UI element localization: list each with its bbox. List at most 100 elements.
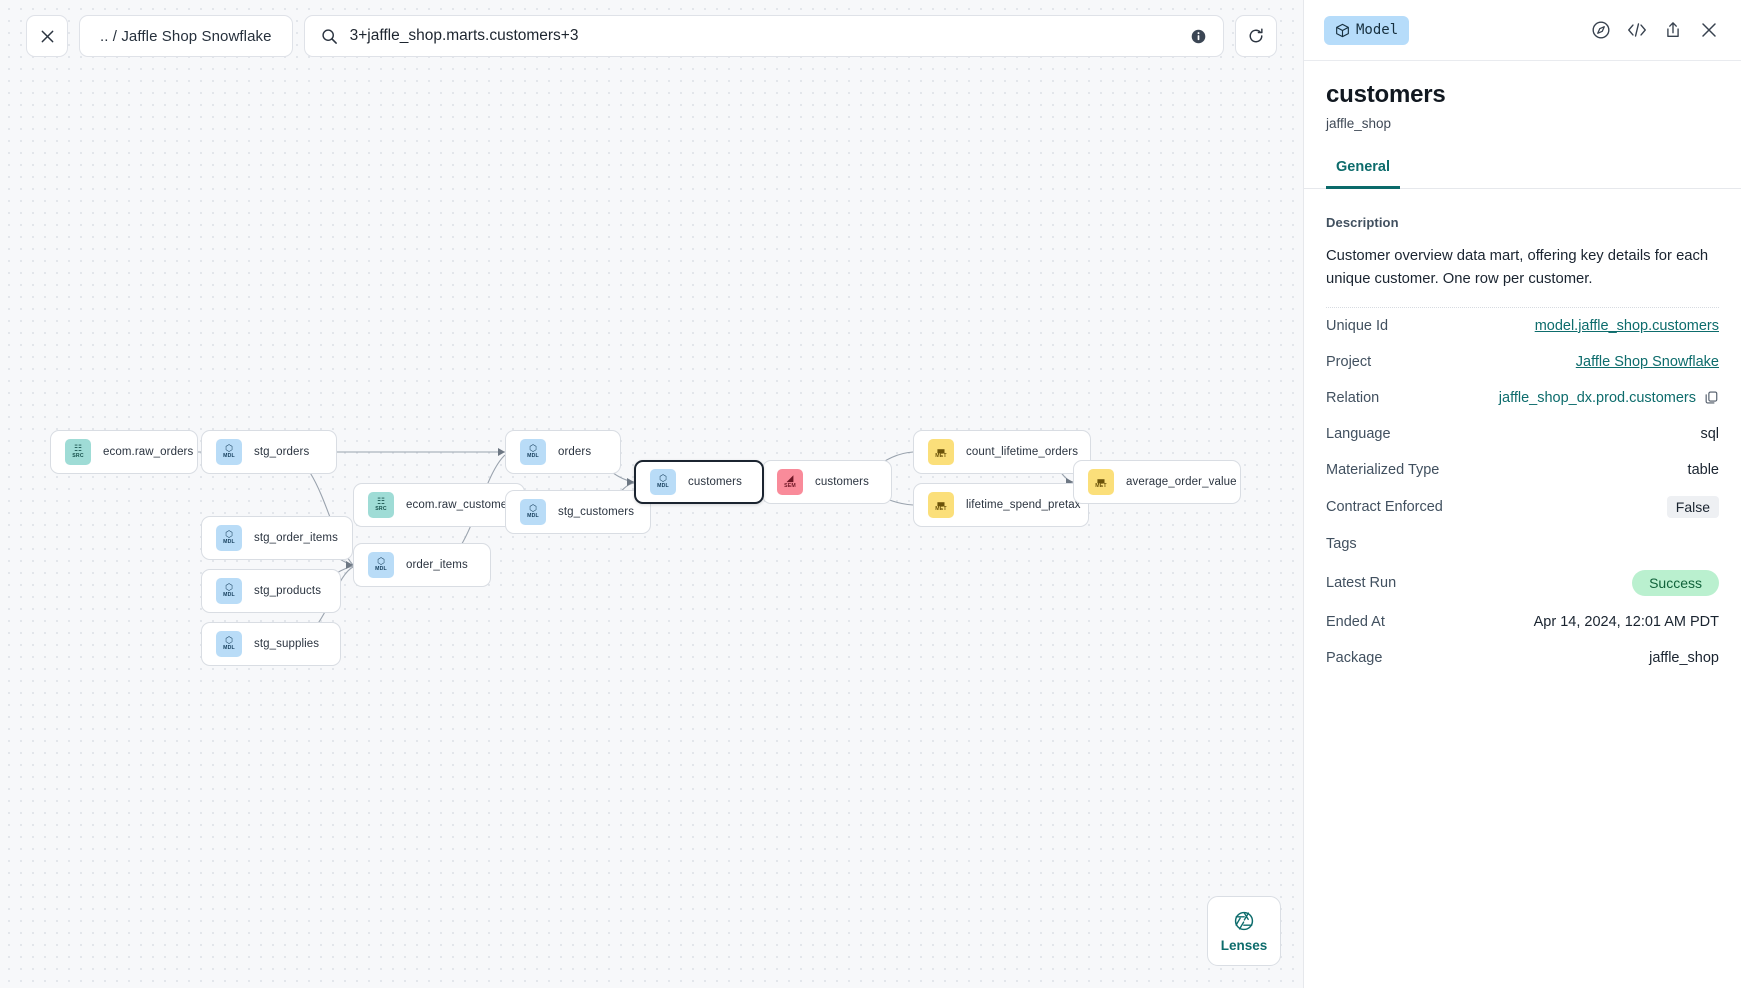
breadcrumb[interactable]: .. / Jaffle Shop Snowflake	[79, 15, 293, 57]
met-badge-icon: ▃MET	[928, 492, 954, 518]
graph-node-stg_products[interactable]: ⬡MDL stg_products	[201, 569, 341, 613]
metadata-value-text: model.jaffle_shop.customers	[1534, 317, 1719, 334]
description-label: Description	[1326, 215, 1399, 230]
graph-node-customers_model[interactable]: ⬡MDL customers	[634, 460, 764, 504]
tab-general-label: General	[1336, 159, 1390, 175]
graph-node-label: stg_order_items	[254, 532, 338, 544]
mdl-badge-icon: ⬡MDL	[520, 499, 546, 525]
metadata-value-text: Jaffle Shop Snowflake	[1575, 353, 1719, 370]
close-icon	[1702, 23, 1716, 37]
metadata-value: Success	[1632, 569, 1719, 596]
sem-badge-icon: ◢SEM	[777, 469, 803, 495]
metadata-key: Contract Enforced	[1326, 498, 1443, 515]
src-badge-icon: ☷SRC	[368, 492, 394, 518]
metadata-row: Latest Run Success	[1326, 562, 1719, 604]
graph-node-label: stg_orders	[254, 446, 310, 458]
tab-general[interactable]: General	[1326, 155, 1400, 189]
copy-icon[interactable]	[1704, 390, 1719, 405]
metadata-row: Project Jaffle Shop Snowflake	[1326, 344, 1719, 380]
mdl-badge-icon: ⬡MDL	[650, 469, 676, 495]
mdl-badge-icon: ⬡MDL	[520, 439, 546, 465]
mdl-badge-icon: ⬡MDL	[216, 631, 242, 657]
breadcrumb-label: .. / Jaffle Shop Snowflake	[100, 27, 272, 45]
panel-body: Description Customer overview data mart,…	[1304, 189, 1741, 988]
graph-node-stg_supplies[interactable]: ⬡MDL stg_supplies	[201, 622, 341, 666]
close-lineage-button[interactable]	[26, 15, 68, 57]
mdl-badge-icon: ⬡MDL	[216, 578, 242, 604]
metadata-value[interactable]: Jaffle Shop Snowflake	[1576, 354, 1719, 370]
metadata-value-text: table	[1687, 461, 1719, 478]
metadata-value-text: Success	[1632, 569, 1719, 596]
metadata-value-text: jaffle_shop	[1649, 649, 1719, 666]
graph-node-ecom_raw_orders[interactable]: ☷SRC ecom.raw_orders	[50, 430, 198, 474]
graph-node-label: lifetime_spend_pretax	[966, 499, 1081, 511]
panel-header: customers jaffle_shop	[1304, 61, 1741, 131]
graph-node-stg_customers[interactable]: ⬡MDL stg_customers	[505, 490, 651, 534]
refresh-button[interactable]	[1235, 15, 1277, 57]
metadata-key: Ended At	[1326, 613, 1385, 630]
panel-toolbar: Model	[1304, 0, 1741, 61]
graph-node-ecom_raw_customers[interactable]: ☷SRC ecom.raw_customers	[353, 483, 525, 527]
metadata-key: Tags	[1326, 535, 1357, 552]
mdl-badge-icon: ⬡MDL	[216, 439, 242, 465]
graph-node-label: stg_customers	[558, 506, 635, 518]
cube-icon	[1336, 23, 1349, 37]
lineage-search[interactable]: 3+jaffle_shop.marts.customers+3	[303, 15, 1224, 57]
metadata-row: Tags	[1326, 526, 1719, 562]
compass-icon[interactable]	[1587, 16, 1615, 44]
graph-node-label: ecom.raw_orders	[103, 446, 194, 458]
metadata-value: Apr 14, 2024, 12:01 AM PDT	[1534, 614, 1719, 630]
page-title: customers	[1326, 81, 1446, 108]
info-icon[interactable]	[1190, 28, 1207, 45]
page-subtitle: jaffle_shop	[1326, 116, 1392, 131]
metadata-row: Unique Id model.jaffle_shop.customers	[1326, 308, 1719, 344]
graph-node-label: stg_products	[254, 585, 322, 597]
metadata-value[interactable]: jaffle_shop_dx.prod.customers	[1499, 390, 1719, 406]
metadata-key: Unique Id	[1326, 317, 1389, 334]
description-text: Customer overview data mart, offering ke…	[1326, 245, 1719, 308]
node-type-label: Model	[1356, 22, 1399, 38]
src-badge-icon: ☷SRC	[65, 439, 91, 465]
graph-node-customers_semantic[interactable]: ◢SEM customers	[762, 460, 892, 504]
graph-node-label: average_order_value	[1126, 476, 1237, 488]
metadata-value: False	[1666, 495, 1719, 518]
refresh-icon	[1249, 28, 1263, 43]
share-icon[interactable]	[1659, 16, 1687, 44]
close-icon	[41, 30, 53, 42]
lenses-label: Lenses	[1220, 937, 1268, 953]
search-icon	[321, 28, 337, 44]
close-panel-button[interactable]	[1695, 16, 1723, 44]
graph-node-stg_orders[interactable]: ⬡MDL stg_orders	[201, 430, 337, 474]
lineage-toolbar: .. / Jaffle Shop Snowflake 3+jaffle_shop…	[0, 0, 1303, 72]
graph-node-label: ecom.raw_customers	[406, 499, 518, 511]
graph-node-lifetime_spend_pretax[interactable]: ▃MET lifetime_spend_pretax	[913, 483, 1089, 527]
metadata-value-text: jaffle_shop_dx.prod.customers	[1498, 389, 1696, 406]
details-panel: Model	[1303, 0, 1741, 988]
graph-node-label: stg_supplies	[254, 638, 320, 650]
node-type-badge[interactable]: Model	[1324, 15, 1410, 45]
graph-node-label: count_lifetime_orders	[966, 446, 1079, 458]
metadata-key: Project	[1326, 353, 1372, 370]
metadata-key: Latest Run	[1326, 574, 1397, 591]
metadata-value-text: sql	[1700, 425, 1719, 442]
metadata-value[interactable]: model.jaffle_shop.customers	[1535, 318, 1719, 334]
lenses-button[interactable]: Lenses	[1207, 896, 1281, 966]
code-icon[interactable]	[1623, 16, 1651, 44]
metadata-value-text: Apr 14, 2024, 12:01 AM PDT	[1533, 613, 1719, 630]
graph-node-label: customers	[815, 476, 869, 488]
metadata-row: Ended At Apr 14, 2024, 12:01 AM PDT	[1326, 604, 1719, 640]
graph-node-label: order_items	[406, 559, 468, 571]
search-input[interactable]: 3+jaffle_shop.marts.customers+3	[349, 27, 579, 44]
metadata-value: jaffle_shop	[1649, 650, 1719, 666]
graph-node-label: customers	[688, 476, 742, 488]
